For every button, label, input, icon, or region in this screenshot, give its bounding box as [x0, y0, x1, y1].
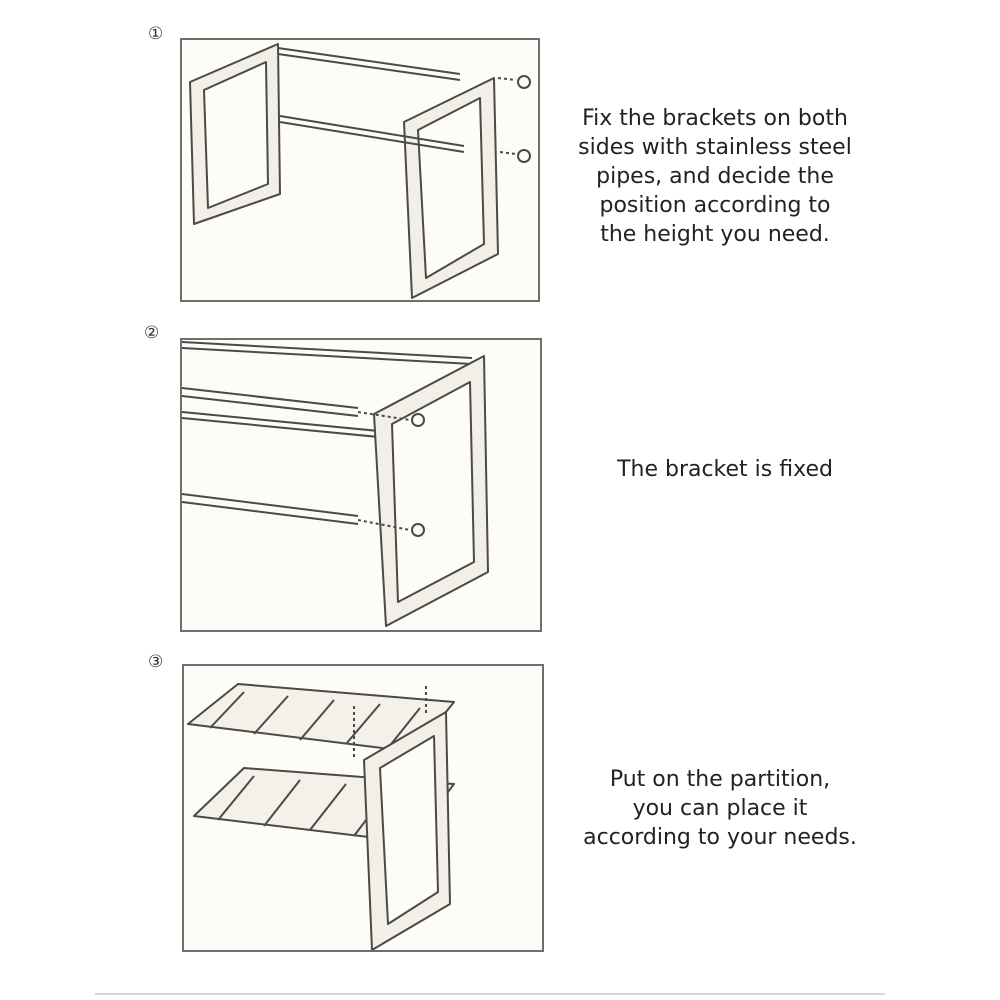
- bottom-divider: [95, 993, 885, 995]
- step-1-drawing: [189, 43, 531, 299]
- step-1-caption-line: the height you need.: [600, 222, 830, 247]
- step-3-caption-line: according to your needs.: [583, 825, 857, 850]
- step-3-drawing: [187, 683, 455, 950]
- step-1-caption-line: sides with stainless steel: [578, 135, 852, 160]
- step-1-caption-line: position according to: [599, 193, 831, 218]
- step-2-illustration: [180, 338, 542, 632]
- step-2-number: ②: [144, 323, 160, 343]
- step-3-illustration: [182, 664, 544, 952]
- step-1-number: ①: [148, 24, 164, 44]
- step-3-number: ③: [148, 652, 164, 672]
- step-2-caption: The bracket is fixed: [560, 455, 890, 484]
- step-1-caption-line: pipes, and decide the: [596, 164, 834, 189]
- step-3-caption: Put on the partition, you can place it a…: [560, 765, 880, 852]
- step-1-caption-line: Fix the brackets on both: [582, 106, 848, 131]
- step-2-caption-line: The bracket is fixed: [617, 457, 833, 482]
- step-2-drawing: [182, 341, 489, 627]
- step-3-caption-line: Put on the partition,: [609, 767, 831, 792]
- step-1-caption: Fix the brackets on both sides with stai…: [560, 104, 870, 249]
- step-3-caption-line: you can place it: [632, 796, 808, 821]
- step-1-illustration: [180, 38, 540, 302]
